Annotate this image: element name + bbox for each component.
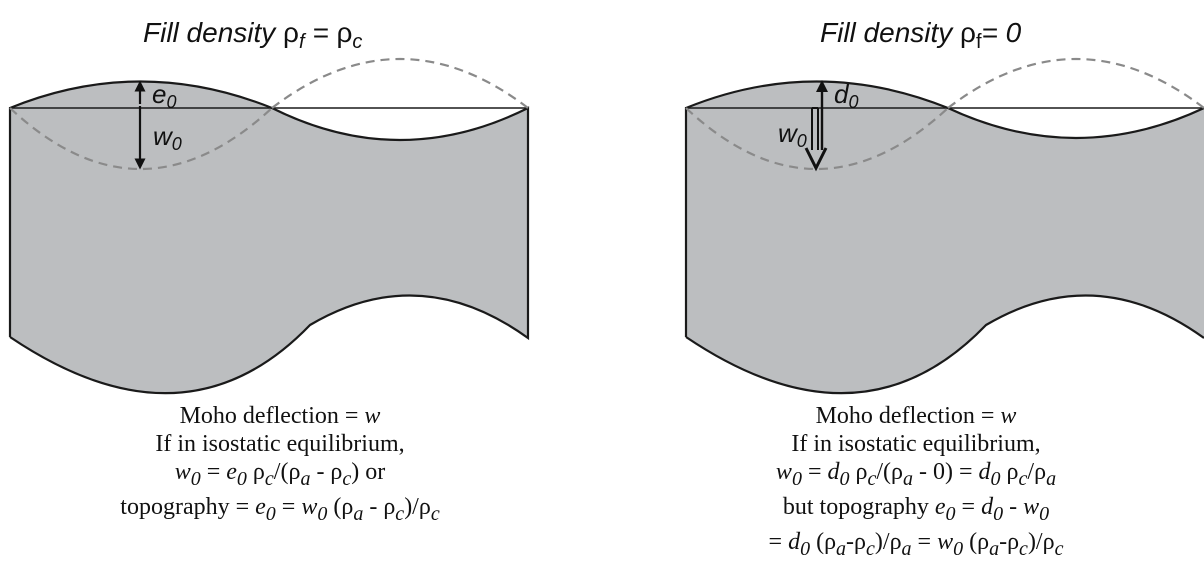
right-caption-line4: but topography e0 = d0 - w0 — [782, 493, 1050, 525]
right-dashed-uplift — [947, 57, 1204, 109]
right-caption-line3: w0 = d0 ρc/(ρa - 0) = d0 ρc/ρa — [775, 459, 1057, 490]
right-caption-line1: Moho deflection = w — [815, 403, 1017, 429]
left-e0-label: e0 — [152, 79, 176, 112]
left-caption-line1: Moho deflection = w — [179, 403, 381, 429]
left-outline — [8, 80, 530, 395]
left-w0-label: w0 — [153, 121, 182, 154]
left-caption: Moho deflection = w If in isostatic equi… — [0, 402, 560, 528]
right-d0-label: d0 — [834, 79, 858, 112]
right-caption: Moho deflection = w If in isostatic equi… — [636, 402, 1196, 562]
right-w0-arrowhead — [804, 147, 828, 172]
left-dashed-uplift — [271, 57, 529, 109]
left-caption-line4: topography = e0 = w0 (ρa - ρc)/ρc — [120, 493, 440, 525]
right-w0-label: w0 — [778, 118, 807, 151]
right-crust-body — [686, 81, 1204, 394]
right-title: Fill density ρf= 0 — [820, 17, 1022, 53]
left-panel: Fill density ρf = ρc e0 w0 — [8, 17, 530, 395]
right-caption-line5: = d0 (ρa-ρc)/ρa = w0 (ρa-ρc)/ρc — [768, 528, 1064, 560]
left-caption-line3: w0 = e0 ρc/(ρa - ρc) or — [174, 459, 386, 490]
right-caption-line2: If in isostatic equilibrium, — [791, 431, 1041, 457]
left-caption-line2: If in isostatic equilibrium, — [155, 431, 405, 457]
left-title: Fill density ρf = ρc — [143, 17, 362, 53]
right-panel: Fill density ρf= 0 d0 w0 — [684, 17, 1204, 395]
